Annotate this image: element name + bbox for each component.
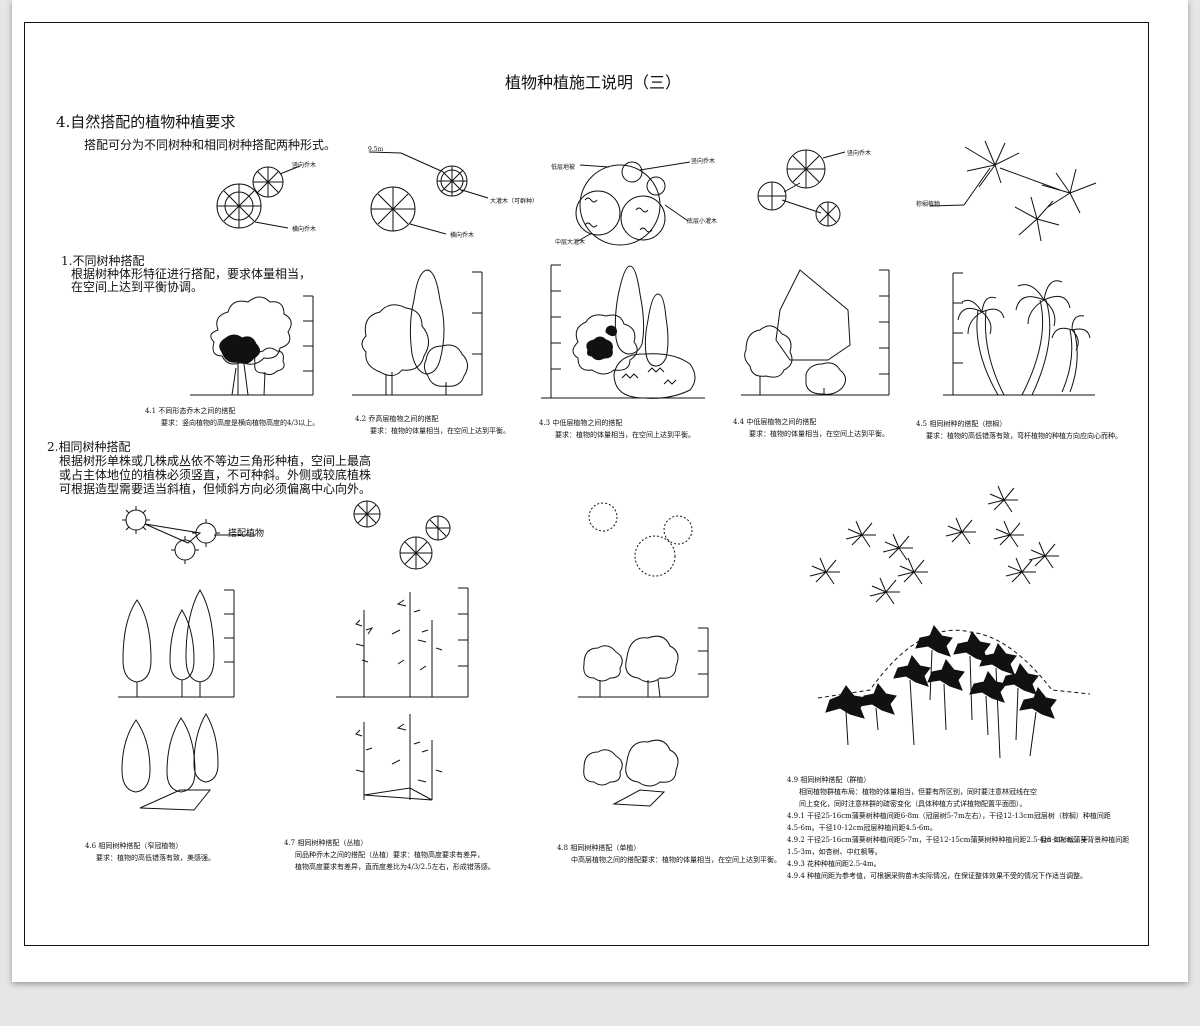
label-b-top: 9.5m (368, 146, 384, 153)
section-title: 4.自然搭配的植物种植要求 (56, 113, 236, 131)
caption-4-7-line-1: 同品种乔木之间的搭配（丛植）要求：植物高度要求有差异， (295, 851, 484, 859)
caption-4-7-title: 4.7 相同树种搭配（丛植） (284, 839, 368, 847)
caption-4-4-text: 要求：植物的体量相当，在空间上达到平衡。 (749, 430, 889, 438)
label-a-bottom: 横向乔木 (292, 226, 317, 233)
label-a-top: 竖向乔木 (292, 162, 317, 169)
part1-line-2: 在空间上达到平衡协调。 (71, 280, 204, 294)
section-4-9-line-9: 4.9.4 种植间距为参考值，可根据采购苗木实际情况，在保证整体效果不受的情况下… (787, 872, 1088, 880)
caption-4-5-title: 4.5 相同树种的搭配（棕榈） (916, 420, 1007, 428)
caption-4-7-line-2: 植物高度要求有差异，直而度差比为4/3/2.5左右，形成错落感。 (295, 863, 495, 871)
label-c-left: 中层大灌木 (555, 239, 586, 246)
part2-line-1: 根据树形单株或几株成丛依不等边三角形种植，空间上最高 (59, 454, 372, 468)
caption-4-1-title: 4.1 不同形态乔木之间的搭配 (145, 407, 236, 415)
caption-4-8-line-1: 中高层植物之间的搭配要求：植物的体量相当，在空间上达到平衡。 (571, 856, 781, 864)
elevation-4 (741, 269, 890, 396)
section-4-9-line-7: 1.5-3m，如杏树、中红枫等。 (787, 848, 882, 856)
label-b-bottom: 横向乔木 (450, 232, 475, 239)
plan-h (588, 502, 693, 577)
plan-e (929, 140, 1097, 242)
label-f-right: 搭配植物 (228, 529, 265, 539)
caption-4-2-text: 要求：植物的体量相当，在空间上达到平衡。 (370, 427, 510, 435)
part1-line-1: 根据树种体形特征进行搭配，要求体量相当， (71, 267, 312, 281)
plan-f (122, 506, 256, 564)
part1-heading: 1.不同树种搭配 (61, 254, 145, 268)
elevation-6 (118, 589, 235, 811)
part2-line-2: 或占主体地位的植株必须竖直，不可种斜。外侧或较底植株 (59, 468, 372, 482)
section-4-9-line-4: 4.5-6m。干径10-12cm冠层种植间距4.5-6m。 (787, 824, 937, 832)
caption-4-2-title: 4.2 乔高层植物之间的搭配 (355, 415, 439, 423)
plan-d (757, 149, 846, 227)
part2-heading: 2.相同树种搭配 (47, 440, 131, 454)
elevation-palm-group (817, 625, 1091, 759)
caption-4-6-title: 4.6 相同树种搭配（窄冠植物） (85, 842, 183, 850)
label-c-right: 底层小灌木 (687, 218, 718, 225)
elevation-7 (336, 587, 469, 801)
plan-c (575, 161, 691, 246)
elevation-2 (352, 269, 483, 396)
label-e-left: 棕榈植物 (916, 201, 941, 208)
elevation-8 (578, 627, 709, 807)
drawing-frame (24, 22, 1149, 946)
section-4-9-line-3: 4.9.1 干径25-16cm蒲葵树种植间距6-8m（冠层树5-7m左右），干径… (787, 812, 1111, 820)
plan-palm-group (809, 485, 1059, 605)
caption-4-1-text: 要求：竖向植物的高度是横向植物高度的4/3以上。 (161, 419, 320, 427)
section-4-9-line-1: 相同植物群植布局：植物的体量相当，但要有所区别，同时要注意林冠线在空 (799, 788, 1037, 796)
section-4-9-line-6: 径8-10cm蒲葵背景种植间距 (1040, 836, 1130, 844)
caption-4-3-title: 4.3 中低层植物之间的搭配 (539, 419, 623, 427)
section-4-9-title: 4.9 相同树种搭配（群植） (787, 776, 871, 784)
section-4-9-line-2: 间上变化，同时注意林群的疏密变化（具体种植方式详植物配置平面图）。 (799, 800, 1027, 808)
section-4-9-line-5: 4.9.2 干径25-16cm蒲葵树种植间距5-7m，干径12-15cm蒲葵树种… (787, 836, 1089, 844)
plan-b (368, 151, 489, 235)
plan-g (353, 500, 451, 570)
elevation-3 (541, 264, 705, 399)
page-title: 植物种植施工说明（三） (505, 73, 682, 92)
elevation-5 (943, 272, 1095, 396)
intro-text: 搭配可分为不同树种和相同树种搭配两种形式。 (84, 138, 337, 152)
section-4-9-line-8: 4.9.3 花种种植间距2.5-4m。 (787, 860, 881, 868)
caption-4-3-text: 要求：植物的体量相当，在空间上达到平衡。 (555, 431, 695, 439)
label-b-right: 大灌木（可群种） (490, 198, 539, 205)
caption-4-4-title: 4.4 中低层植物之间的搭配 (733, 418, 817, 426)
part2-line-3: 可根据造型需要适当斜植，但倾斜方向必须偏离中心向外。 (59, 482, 372, 496)
caption-4-8-title: 4.8 相同树种搭配（单植） (557, 844, 641, 852)
label-c-topleft: 低层地被 (551, 164, 576, 171)
plan-a (216, 165, 301, 229)
elevation-1 (190, 295, 314, 396)
caption-4-6-line-1: 要求：植物的高低错落有致，美感强。 (96, 854, 215, 862)
label-d-top: 竖向乔木 (847, 150, 872, 157)
caption-4-5-text: 要求：植物的高低错落有致，弯杆植物的种植方向应向心而种。 (926, 432, 1122, 440)
label-c-topright: 竖向乔木 (691, 158, 716, 165)
